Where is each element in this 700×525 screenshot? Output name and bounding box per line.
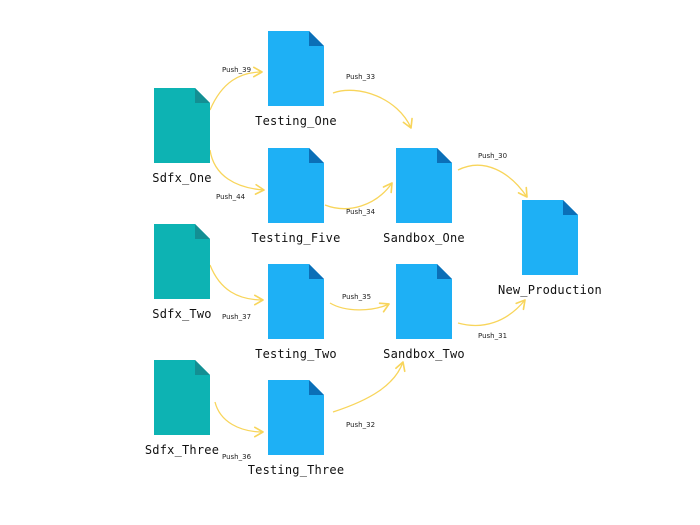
edge-push-44	[209, 149, 265, 195]
edge-label-push-37: Push_37	[222, 313, 252, 321]
edge-label-push-33: Push_33	[346, 73, 376, 81]
edge-label-push-34: Push_34	[346, 208, 376, 216]
document-icon	[268, 31, 324, 106]
document-icon	[268, 264, 324, 339]
node-label: Sandbox_One	[383, 231, 465, 245]
edge-push-37	[209, 264, 264, 306]
document-icon	[396, 148, 452, 223]
edge-label-push-35: Push_35	[342, 293, 372, 301]
edge-label-push-30: Push_30	[478, 152, 508, 160]
edge-push-34	[324, 182, 393, 210]
node-testing-two[interactable]: Testing_Two	[216, 264, 376, 361]
document-icon	[154, 360, 210, 435]
edge-label-push-39: Push_39	[222, 66, 252, 74]
node-testing-three[interactable]: Testing_Three	[216, 380, 376, 477]
document-icon	[268, 380, 324, 455]
edge-label-push-44: Push_44	[216, 193, 246, 201]
document-icon	[268, 148, 324, 223]
node-sdfx-one[interactable]: Sdfx_One	[102, 88, 262, 185]
node-label: Sdfx_Two	[152, 307, 212, 321]
node-sdfx-two[interactable]: Sdfx_Two	[102, 224, 262, 321]
node-label: Sdfx_One	[152, 171, 212, 185]
document-icon	[522, 200, 578, 275]
document-icon	[154, 224, 210, 299]
edge-label-push-32: Push_32	[346, 421, 376, 429]
edge-push-39	[209, 66, 263, 111]
node-label: New_Production	[498, 283, 602, 297]
node-label: Testing_Five	[251, 231, 341, 245]
node-testing-one[interactable]: Testing_One	[216, 31, 376, 128]
node-sandbox-one[interactable]: Sandbox_One	[344, 148, 504, 245]
document-icon	[154, 88, 210, 163]
edge-push-33	[332, 89, 413, 129]
edge-push-36	[214, 401, 264, 438]
edge-label-push-31: Push_31	[478, 332, 508, 340]
edge-push-32	[332, 361, 406, 413]
node-testing-five[interactable]: Testing_Five	[216, 148, 376, 245]
node-sdfx-three[interactable]: Sdfx_Three	[102, 360, 262, 457]
node-label: Sdfx_Three	[144, 443, 220, 457]
node-label: Testing_Three	[247, 463, 345, 477]
edge-label-push-36: Push_36	[222, 453, 252, 461]
edge-push-30	[457, 164, 528, 198]
edge-push-35	[329, 302, 390, 313]
node-label: Testing_One	[255, 114, 337, 128]
node-new-production[interactable]: New_Production	[470, 200, 630, 297]
node-label: Testing_Two	[255, 347, 337, 361]
node-label: Sandbox_Two	[383, 347, 465, 361]
edge-push-31	[457, 299, 526, 327]
node-sandbox-two[interactable]: Sandbox_Two	[344, 264, 504, 361]
document-icon	[396, 264, 452, 339]
